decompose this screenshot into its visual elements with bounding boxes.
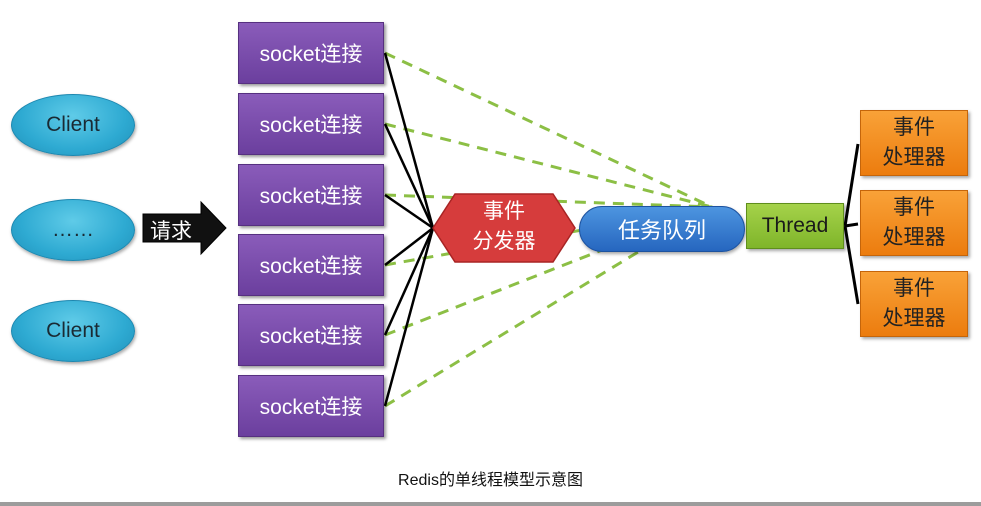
dispatcher-label-line1: 事件 — [483, 200, 525, 223]
socket-label: socket连接 — [259, 114, 363, 137]
task-queue-label: 任务队列 — [617, 218, 706, 243]
socket-to-dispatcher-line — [383, 227, 435, 336]
event-handler: 事件 处理器 — [860, 271, 968, 337]
handler-label-line1: 事件 — [893, 196, 935, 219]
client-label: Client — [46, 319, 100, 342]
socket-connection: socket连接 — [238, 375, 384, 437]
socket-label: socket连接 — [259, 43, 363, 66]
client-node: Client — [11, 300, 135, 362]
thread-to-handler-line — [844, 222, 859, 228]
handler-label-line1: 事件 — [893, 277, 935, 300]
client-label: Client — [46, 113, 100, 136]
dashed-connector — [384, 51, 713, 209]
socket-to-dispatcher-line — [383, 123, 435, 229]
request-arrow-shape — [142, 200, 227, 256]
dashed-connector — [384, 193, 713, 209]
event-handler: 事件 处理器 — [860, 110, 968, 176]
handler-label-line1: 事件 — [893, 116, 935, 139]
socket-label: socket连接 — [259, 396, 363, 419]
socket-to-dispatcher-line — [383, 227, 435, 407]
dashed-connector — [384, 205, 713, 408]
socket-label: socket连接 — [259, 185, 363, 208]
thread-label: Thread — [761, 214, 829, 237]
client-label: …… — [52, 218, 94, 241]
dispatcher-shape — [432, 193, 576, 263]
socket-connection: socket连接 — [238, 22, 384, 84]
socket-label: socket连接 — [259, 255, 363, 278]
socket-connection: socket连接 — [238, 234, 384, 296]
socket-to-dispatcher-line — [383, 52, 435, 229]
dispatcher-label-line2: 分发器 — [472, 230, 536, 253]
task-queue: 任务队列 — [579, 206, 745, 252]
thread-node: Thread — [746, 203, 844, 249]
socket-to-dispatcher-line — [384, 227, 434, 266]
socket-to-dispatcher-line — [384, 193, 434, 230]
socket-connection: socket连接 — [238, 164, 384, 226]
bottom-border — [0, 502, 981, 506]
handler-label-line2: 处理器 — [882, 226, 946, 249]
client-node-ellipsis: …… — [11, 199, 135, 261]
socket-connection: socket连接 — [238, 93, 384, 155]
event-handler: 事件 处理器 — [860, 190, 968, 256]
handler-label-line2: 处理器 — [882, 146, 946, 169]
request-arrow-label: 请求 — [150, 220, 192, 243]
client-node: Client — [11, 94, 135, 156]
handler-label-line2: 处理器 — [882, 307, 946, 330]
socket-connection: socket连接 — [238, 304, 384, 366]
socket-label: socket连接 — [259, 325, 363, 348]
thread-to-handler-line — [843, 143, 860, 227]
dispatcher-label: 事件 分发器 — [431, 197, 577, 257]
thread-to-handler-line — [843, 225, 860, 305]
diagram-caption: Redis的单线程模型示意图 — [398, 472, 583, 489]
